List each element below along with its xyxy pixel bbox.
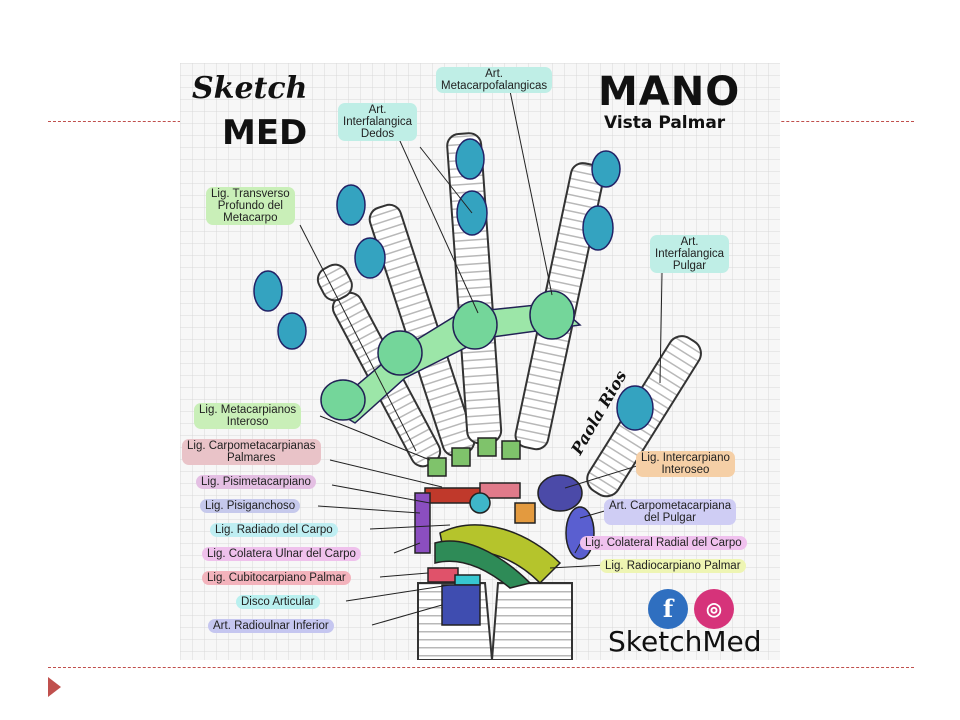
label-lig-radiocarpiano: Lig. Radiocarpiano Palmar bbox=[600, 559, 746, 573]
label-art-interfalangica-pulgar: Art. Interfalangica Pulgar bbox=[650, 235, 730, 273]
label-lig-carpometacarpianas: Lig. Carpometacarpianas Palmares bbox=[182, 439, 321, 465]
transverse-metacarpal-ligament bbox=[320, 290, 582, 424]
label-lig-pisiganchoso: Lig. Pisiganchoso bbox=[200, 499, 301, 513]
label-lig-transverso: Lig. Transverso Profundo del Metacarpo bbox=[206, 187, 295, 225]
instagram-icon[interactable]: ◎ bbox=[694, 589, 734, 629]
label-lig-pisimetacarpiano: Lig. Pisimetacarpiano bbox=[196, 475, 316, 489]
sketchmed-logo: Sketch MED bbox=[192, 71, 318, 163]
logo-line2: MED bbox=[222, 113, 308, 153]
label-lig-colateral-radial: Lig. Colateral Radial del Carpo bbox=[580, 536, 747, 550]
label-art-interfalangica-dedos: Art. Interfalangica Dedos bbox=[338, 103, 418, 141]
hand-anatomy-poster: Sketch MED MANO Vista Palmar Paola Rios … bbox=[180, 63, 780, 660]
label-art-carpometacarpiana-pulgar: Art. Carpometacarpiana del Pulgar bbox=[604, 499, 737, 525]
logo-line1: Sketch bbox=[192, 71, 308, 106]
label-lig-cubitocarpiano: Lig. Cubitocarpiano Palmar bbox=[202, 571, 351, 585]
poster-title: MANO bbox=[598, 69, 741, 115]
label-lig-radiado: Lig. Radiado del Carpo bbox=[210, 523, 338, 537]
carpal-ligaments bbox=[414, 437, 595, 626]
poster-subtitle: Vista Palmar bbox=[604, 113, 726, 133]
label-art-radioulnar: Art. Radioulnar Inferior bbox=[208, 619, 334, 633]
label-lig-colatera-ulnar: Lig. Colatera Ulnar del Carpo bbox=[202, 547, 361, 561]
facebook-icon[interactable]: f bbox=[648, 589, 688, 629]
label-disco-articular: Disco Articular bbox=[236, 595, 320, 609]
label-lig-intercarpiano: Lig. Intercarpiano Interoseo bbox=[636, 451, 735, 477]
label-leader-lines bbox=[299, 90, 663, 626]
label-art-metacarpofalangicas: Art. Metacarpofalangicas bbox=[436, 67, 553, 93]
label-lig-metacarpianos-interoso: Lig. Metacarpianos Interoso bbox=[194, 403, 302, 429]
play-triangle-icon bbox=[48, 677, 61, 697]
bottom-divider-line bbox=[48, 667, 914, 668]
brand-name: SketchMed bbox=[608, 625, 762, 658]
